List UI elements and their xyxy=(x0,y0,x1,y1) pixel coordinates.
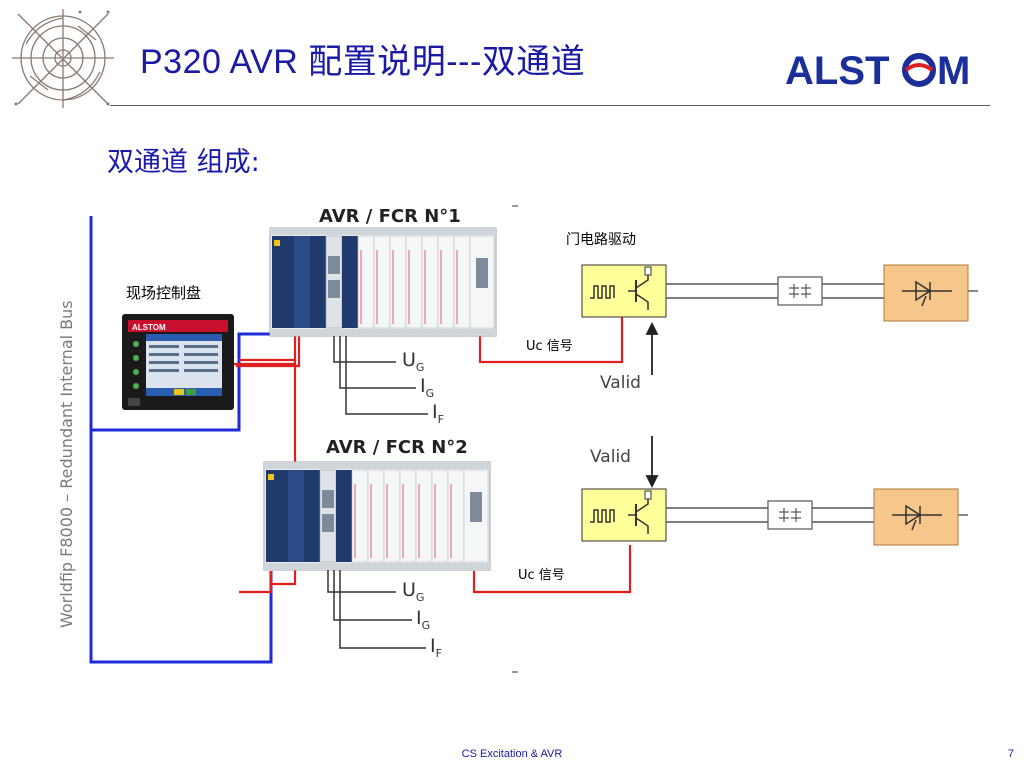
company-emblem-icon xyxy=(12,9,114,108)
rack1-title: AVR / FCR N°1 xyxy=(319,206,461,227)
title-divider xyxy=(110,105,990,106)
uc-signal-label-2: Uc 信号 xyxy=(518,568,565,583)
svg-text:IF: IF xyxy=(432,401,444,426)
rack2-title: AVR / FCR N°2 xyxy=(326,437,468,458)
svg-text:IF: IF xyxy=(430,635,442,660)
svg-text:ALST: ALST xyxy=(785,49,889,90)
rack1-feedback-lines xyxy=(333,336,428,415)
avr-fcr-rack-1 xyxy=(269,227,497,337)
gate-driver-1 xyxy=(581,264,667,318)
svg-text:M: M xyxy=(937,49,970,90)
svg-text:UG: UG xyxy=(402,349,424,374)
svg-text:UG: UG xyxy=(402,579,424,604)
gate-wires-2 xyxy=(666,507,968,523)
rack2-measurement-labels: UG IG IF xyxy=(402,579,442,660)
thyristor-2-icon xyxy=(873,488,959,546)
pulse-transformer-2 xyxy=(767,500,813,530)
footer-text: CS Excitation & AVR xyxy=(461,748,563,760)
slide-title: P320 AVR 配置说明---双通道 xyxy=(140,43,586,81)
valid-arrow-1 xyxy=(645,321,659,375)
svg-text:IG: IG xyxy=(416,607,430,632)
svg-text:ALSTOM: ALSTOM xyxy=(132,323,166,332)
bus-label: Worldfip F8000 – Redundant Internal Bus xyxy=(57,300,76,628)
dual-channel-diagram: Worldfip F8000 – Redundant Internal Bus … xyxy=(56,200,978,676)
gate-driver-label: 门电路驱动 xyxy=(566,232,636,248)
bus-lines xyxy=(89,216,273,664)
rack1-measurement-labels: UG IG IF xyxy=(402,349,444,426)
valid-label-2: Valid xyxy=(590,447,631,467)
panel-label: 现场控制盘 xyxy=(126,284,201,302)
valid-label-1: Valid xyxy=(600,373,641,393)
uc-signal-label-1: Uc 信号 xyxy=(526,339,573,354)
page-number: 7 xyxy=(1007,748,1014,760)
gate-wires-1 xyxy=(666,283,978,299)
avr-fcr-rack-2 xyxy=(263,461,491,571)
alstom-logo: ALST M xyxy=(785,49,970,90)
svg-text:IG: IG xyxy=(420,375,434,400)
pulse-transformer-1 xyxy=(777,276,823,306)
thyristor-1-icon xyxy=(883,264,969,322)
field-control-panel: ALSTOM xyxy=(122,314,234,410)
tick-marks xyxy=(512,205,518,673)
rack2-feedback-lines xyxy=(327,570,426,649)
section-subtitle: 双通道 组成: xyxy=(107,147,260,178)
signal-lines xyxy=(233,317,632,594)
valid-arrow-2 xyxy=(645,436,659,489)
gate-driver-2 xyxy=(581,488,667,542)
